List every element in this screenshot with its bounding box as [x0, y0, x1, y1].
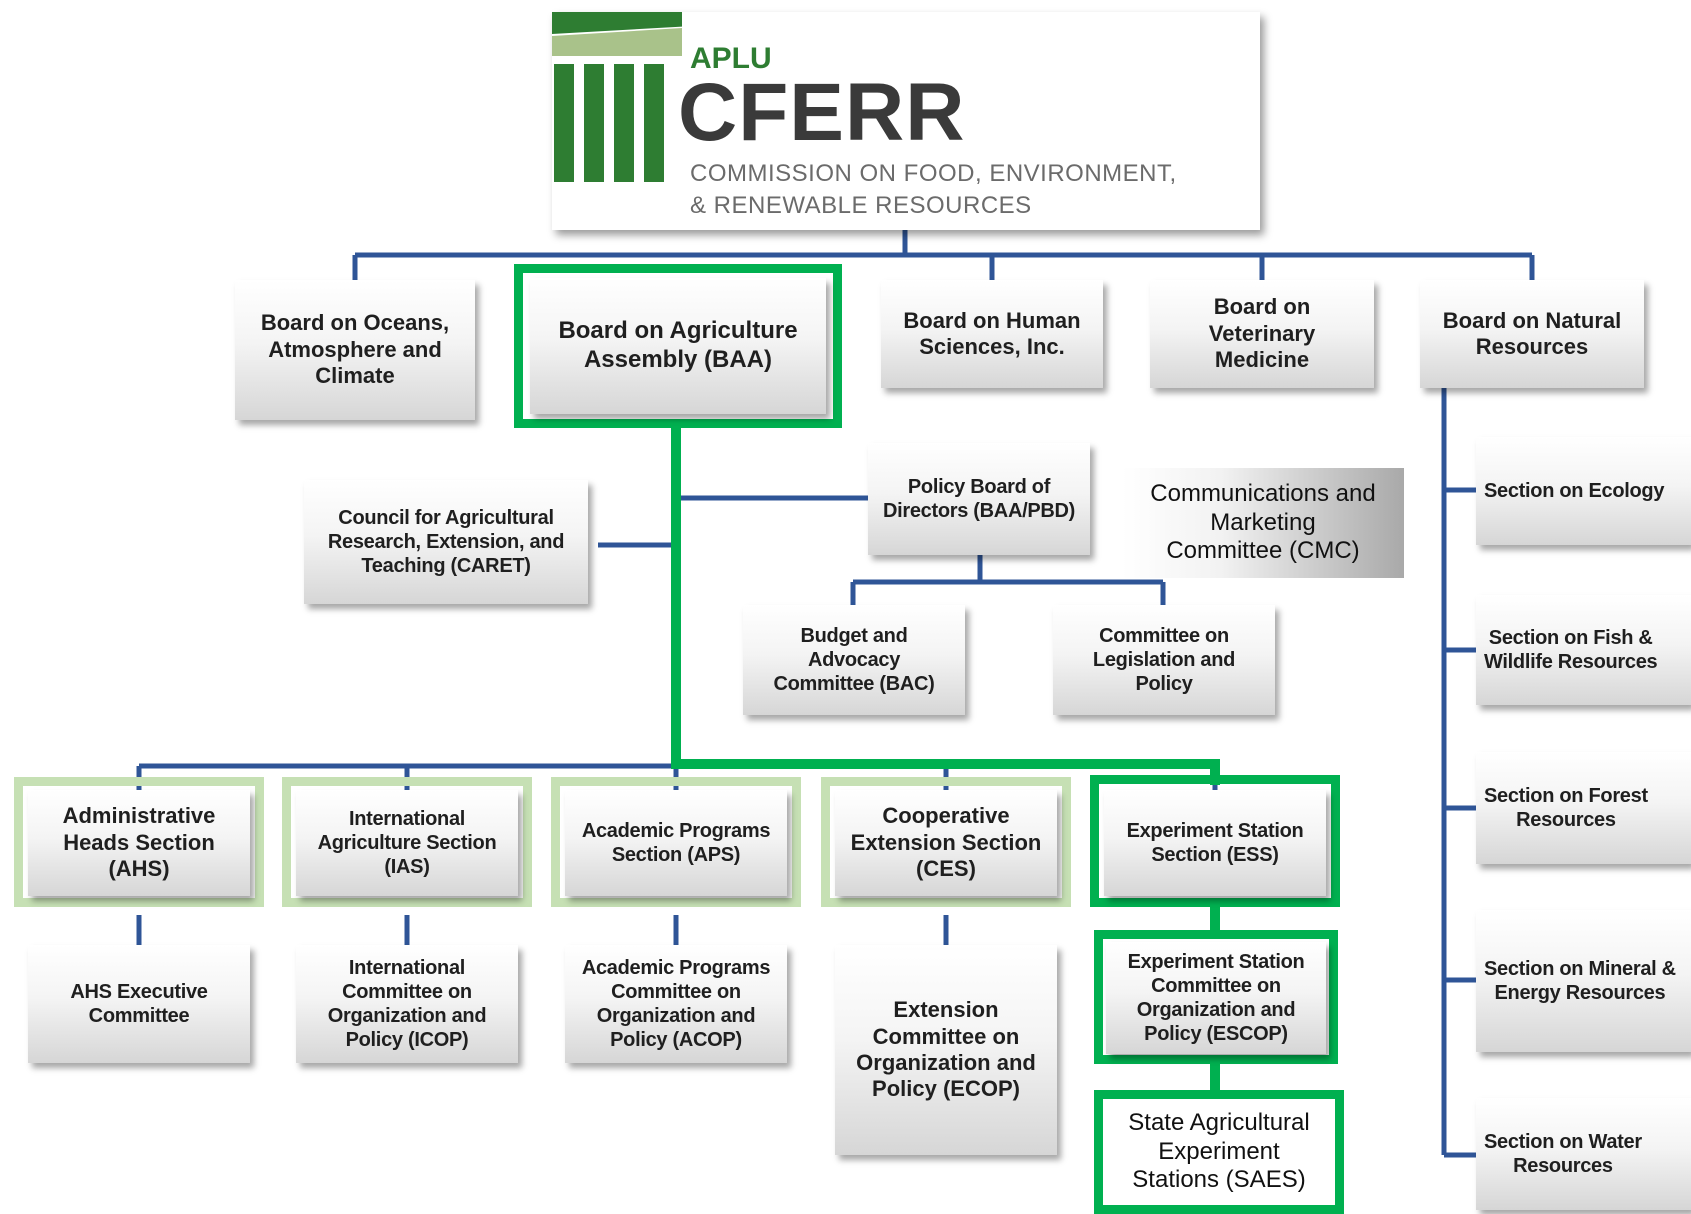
cmc-label: Communications and Marketing Committee (…	[1150, 479, 1376, 565]
board-natural-resources: Board on Natural Resources	[1420, 280, 1644, 388]
logo-org: APLU	[690, 42, 772, 75]
board-veterinary: Board on Veterinary Medicine	[1150, 280, 1374, 388]
committee-escop: Experiment Station Committee on Organiza…	[1106, 942, 1326, 1054]
nr-section-ecology: Section on Ecology	[1476, 437, 1691, 545]
caret-label: Council for Agricultural Research, Exten…	[327, 507, 565, 577]
policy-board-box: Policy Board of Directors (BAA/PBD)	[868, 443, 1090, 555]
bac-label: Budget and Advocacy Committee (BAC)	[773, 625, 935, 695]
nr-section-ecology-label: Section on Ecology	[1484, 480, 1665, 502]
policy-board-label: Policy Board of Directors (BAA/PBD)	[882, 476, 1076, 522]
highlight-frame-escop	[1094, 930, 1338, 1064]
nr-section-water: Section on Water Resources	[1476, 1098, 1691, 1210]
committee-escop-label: Experiment Station Committee on Organiza…	[1127, 951, 1305, 1045]
committee-saes-label: State Agricultural Experiment Stations (…	[1128, 1108, 1310, 1194]
committee-acop: Academic Programs Committee on Organizat…	[565, 945, 787, 1063]
nr-section-fish-label: Section on Fish & Wildlife Resources	[1484, 627, 1658, 673]
highlight-frame-ces	[821, 777, 1071, 907]
cmc-box: Communications and Marketing Committee (…	[1122, 468, 1404, 578]
section-ahs-label: Administrative Heads Section (AHS)	[62, 803, 216, 882]
board-oceans: Board on Oceans, Atmosphere and Climate	[235, 280, 475, 420]
committee-ahs-exec-label: AHS Executive Committee	[70, 981, 208, 1027]
board-oceans-label: Board on Oceans, Atmosphere and Climate	[260, 310, 450, 389]
section-ess-label: Experiment Station Section (ESS)	[1126, 820, 1304, 866]
highlight-frame-ias	[282, 777, 532, 907]
logo-acronym: CFERR	[678, 67, 966, 158]
column-logo-icon	[552, 12, 682, 182]
nr-section-water-label: Section on Water Resources	[1484, 1131, 1642, 1177]
committee-saes: State Agricultural Experiment Stations (…	[1103, 1099, 1335, 1205]
nr-section-forest: Section on Forest Resources	[1476, 752, 1691, 864]
section-aps-label: Academic Programs Section (APS)	[581, 820, 771, 866]
section-ess: Experiment Station Section (ESS)	[1104, 790, 1326, 896]
logo-tagline-1: COMMISSION ON FOOD, ENVIRONMENT,	[690, 160, 1177, 187]
caret-box: Council for Agricultural Research, Exten…	[304, 480, 588, 604]
highlight-frame-ahs	[14, 777, 264, 907]
nr-section-mineral: Section on Mineral & Energy Resources	[1476, 910, 1691, 1052]
highlight-frame-ess	[1090, 775, 1340, 907]
committee-acop-label: Academic Programs Committee on Organizat…	[581, 957, 771, 1051]
committee-ecop-label: Extension Committee on Organization and …	[856, 997, 1036, 1102]
highlight-frame-baa	[514, 264, 842, 428]
board-baa-label: Board on Agriculture Assembly (BAA)	[558, 317, 798, 373]
board-human-sciences: Board on Human Sciences, Inc.	[881, 280, 1103, 388]
highlight-frame-aps	[551, 777, 801, 907]
section-ias-label: International Agriculture Section (IAS)	[317, 808, 497, 878]
committee-ahs-exec: AHS Executive Committee	[28, 945, 250, 1063]
section-aps: Academic Programs Section (APS)	[565, 790, 787, 896]
cferr-logo: APLU CFERR COMMISSION ON FOOD, ENVIRONME…	[552, 12, 1260, 230]
committee-icop: International Committee on Organization …	[296, 945, 518, 1063]
logo-tagline-2: & RENEWABLE RESOURCES	[690, 192, 1032, 219]
highlight-frame-saes	[1094, 1090, 1344, 1214]
board-veterinary-label: Board on Veterinary Medicine	[1208, 294, 1316, 373]
nr-section-forest-label: Section on Forest Resources	[1484, 785, 1648, 831]
section-ahs: Administrative Heads Section (AHS)	[28, 790, 250, 896]
committee-ecop: Extension Committee on Organization and …	[835, 945, 1057, 1155]
section-ces: Cooperative Extension Section (CES)	[835, 790, 1057, 896]
nr-section-mineral-label: Section on Mineral & Energy Resources	[1484, 958, 1676, 1004]
board-human-sciences-label: Board on Human Sciences, Inc.	[903, 307, 1081, 359]
committee-icop-label: International Committee on Organization …	[327, 957, 487, 1051]
board-baa: Board on Agriculture Assembly (BAA)	[530, 278, 826, 414]
clp-box: Committee on Legislation and Policy	[1053, 605, 1275, 715]
section-ias: International Agriculture Section (IAS)	[296, 790, 518, 896]
section-ces-label: Cooperative Extension Section (CES)	[850, 803, 1042, 882]
bac-box: Budget and Advocacy Committee (BAC)	[743, 605, 965, 715]
clp-label: Committee on Legislation and Policy	[1092, 625, 1236, 695]
nr-section-fish: Section on Fish & Wildlife Resources	[1476, 595, 1691, 705]
board-natural-resources-label: Board on Natural Resources	[1442, 307, 1622, 359]
